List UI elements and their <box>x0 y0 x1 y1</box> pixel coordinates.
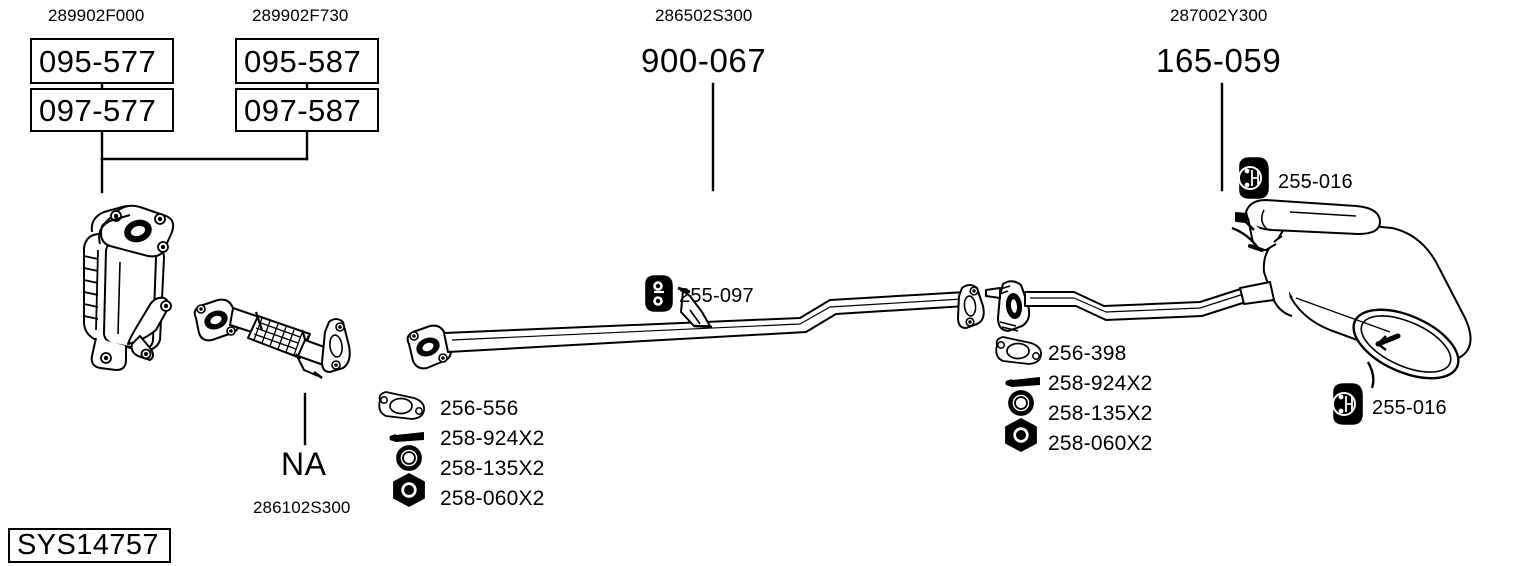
oe-number-287002Y300: 287002Y300 <box>1170 6 1268 25</box>
part-label-258-135X2-rear[interactable]: 258-135X2 <box>1048 402 1153 425</box>
hanger-255-016-upper-icon <box>1238 157 1269 199</box>
nut-icon <box>1005 418 1037 452</box>
washer-icon <box>396 445 422 471</box>
ref-900-067[interactable]: 900-067 <box>641 42 767 79</box>
bolt-icon <box>1005 377 1040 387</box>
centre-pipe-drawing <box>406 284 985 370</box>
hanger-label-255-016-upper[interactable]: 255-016 <box>1278 171 1353 193</box>
oe-number-286502S300: 286502S300 <box>655 6 753 25</box>
hanger-255-016-lower-icon <box>1332 383 1363 425</box>
part-label-258-135X2-front[interactable]: 258-135X2 <box>440 457 545 480</box>
ref-label: 097-587 <box>244 92 362 128</box>
hanger-label-255-016-lower[interactable]: 255-016 <box>1372 397 1447 419</box>
part-label-258-060X2-front[interactable]: 258-060X2 <box>440 487 545 510</box>
rear-pipe-drawing <box>985 280 1287 332</box>
front-pipe-drawing <box>193 298 351 380</box>
oe-number-289902F000: 289902F000 <box>48 6 145 25</box>
oe-number-289902F730: 289902F730 <box>252 6 349 25</box>
gasket-icon <box>995 336 1042 365</box>
leader-lines <box>100 82 1224 446</box>
part-label-258-924X2-rear[interactable]: 258-924X2 <box>1048 372 1153 395</box>
ref-label: 095-577 <box>39 43 157 79</box>
nut-icon <box>393 473 425 507</box>
ref-label: 097-577 <box>39 92 157 128</box>
part-label-256-398[interactable]: 256-398 <box>1048 342 1127 365</box>
ref-box-095-587[interactable]: 095-587 <box>235 38 379 84</box>
hanger-255-097-icon <box>645 275 673 312</box>
ref-box-097-587[interactable]: 097-587 <box>235 88 379 132</box>
part-label-256-556[interactable]: 256-556 <box>440 397 519 420</box>
catalytic-converter-drawing <box>83 204 175 371</box>
fitting-kit-front-icons <box>378 391 425 507</box>
ref-box-095-577[interactable]: 095-577 <box>30 38 174 84</box>
part-label-258-060X2-rear[interactable]: 258-060X2 <box>1048 432 1153 455</box>
ref-front-pipe-na: NA <box>281 446 327 482</box>
fitting-kit-rear-icons <box>995 336 1042 452</box>
hanger-label-255-097[interactable]: 255-097 <box>679 285 754 307</box>
part-label-258-924X2-front[interactable]: 258-924X2 <box>440 427 545 450</box>
ref-165-059[interactable]: 165-059 <box>1156 42 1282 79</box>
rear-silencer-drawing <box>1231 199 1472 389</box>
washer-icon <box>1008 390 1034 416</box>
bolt-icon <box>389 432 424 442</box>
ref-box-097-577[interactable]: 097-577 <box>30 88 174 132</box>
system-code-label: SYS14757 <box>17 529 159 561</box>
system-code-box[interactable]: SYS14757 <box>8 528 171 563</box>
oe-number-286102S300: 286102S300 <box>253 498 351 517</box>
gasket-icon <box>378 391 425 420</box>
ref-label: 095-587 <box>244 43 362 79</box>
